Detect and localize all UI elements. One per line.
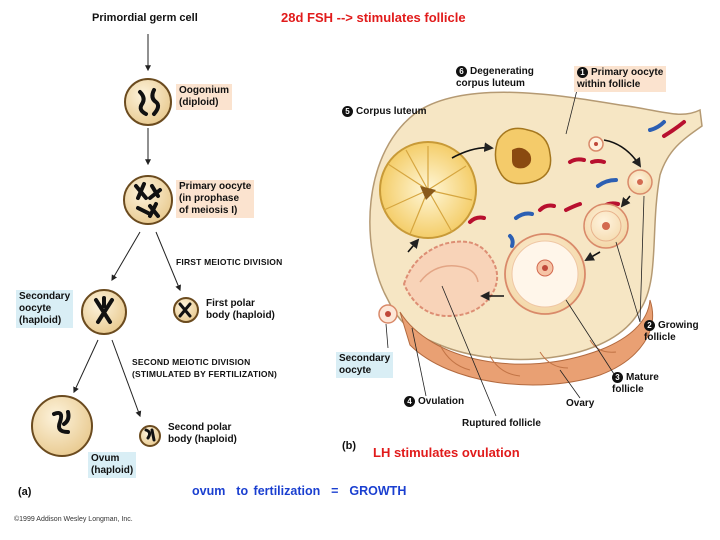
panel-a-arrows	[73, 34, 181, 418]
degenerating-corpus-luteum	[494, 127, 552, 185]
growing-follicle-small	[627, 169, 653, 195]
step6-number: 6	[456, 66, 467, 77]
step1-text: Primary oocyte within follicle	[577, 67, 664, 90]
panel-a-label: (a)	[18, 486, 32, 498]
primary-oocyte-label: Primary oocyte (in prophase of meiosis I…	[176, 180, 255, 218]
copyright: ©1999 Addison Wesley Longman, Inc.	[14, 516, 133, 523]
first-polar-body-label: First polar body (haploid)	[206, 298, 275, 321]
second-polar-body-label: Second polar body (haploid)	[168, 422, 237, 445]
step3-text: Mature follicle	[612, 372, 659, 395]
leader-lines	[385, 85, 645, 417]
secondary-oocyte-label: Secondary oocyte (haploid)	[16, 290, 74, 328]
ovary-label: Ovary	[566, 398, 595, 409]
step3-number: 3	[612, 372, 623, 383]
cycle-arrows	[407, 139, 642, 301]
step4-number: 4	[404, 396, 415, 407]
ruptured-follicle-label: Ruptured follicle	[462, 418, 541, 429]
second-polar-body-cell	[139, 425, 161, 447]
primary-follicle	[588, 136, 604, 152]
step2-text: Growing follicle	[644, 320, 699, 343]
ovum-label: Ovum (haploid)	[88, 452, 137, 478]
first-polar-body-cell	[173, 297, 199, 323]
secondary-oocyte-cell	[81, 289, 127, 335]
step5-number: 5	[342, 106, 353, 117]
released-oocyte-label: Secondary oocyte	[336, 352, 394, 378]
blood-vessels	[468, 120, 686, 260]
fsh-note: 28d FSH --> stimulates follicle	[281, 10, 466, 25]
growth-note: ovum to fertilization = GROWTH	[192, 484, 407, 498]
step2-number: 2	[644, 320, 655, 331]
primordial-germ-cell-label: Primordial germ cell	[92, 12, 198, 24]
oogonium-label: Oogonium (diploid)	[176, 84, 232, 110]
oogonium-cell	[124, 78, 172, 126]
released-secondary-oocyte	[378, 304, 398, 324]
ruptured-follicle	[402, 240, 499, 318]
step6-text: Degenerating corpus luteum	[456, 66, 534, 89]
lh-note: LH stimulates ovulation	[373, 445, 520, 460]
ovum-cell	[31, 395, 93, 457]
step5-text: Corpus luteum	[356, 106, 427, 117]
corpus-luteum	[379, 141, 477, 239]
step1-number: 1	[577, 67, 588, 78]
primary-oocyte-cell	[123, 175, 173, 225]
second-meiotic-division-label: SECOND MEIOTIC DIVISION (STIMULATED BY F…	[132, 357, 278, 379]
panel-b-label: (b)	[342, 440, 357, 452]
step4-text: Ovulation	[418, 396, 465, 407]
mature-follicle	[504, 233, 586, 315]
growing-follicle-large	[583, 203, 629, 249]
first-meiotic-division-label: FIRST MEIOTIC DIVISION	[176, 257, 283, 267]
